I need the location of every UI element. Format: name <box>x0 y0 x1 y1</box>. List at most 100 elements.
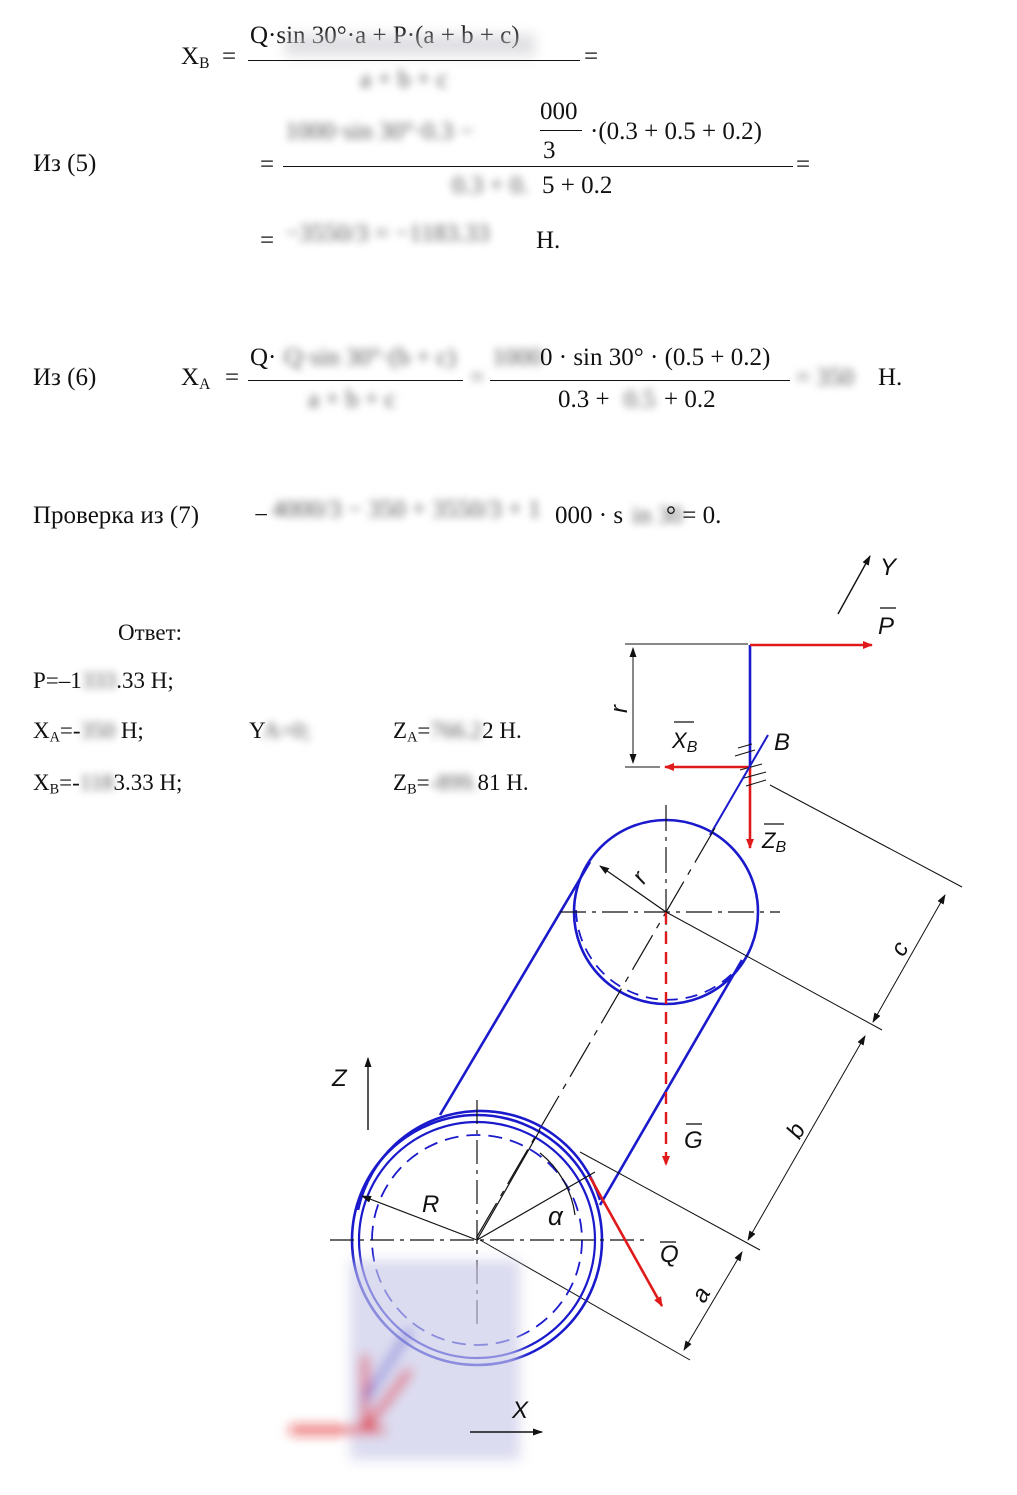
answer-xb-sub: B <box>49 781 60 798</box>
eq7-lead: − <box>254 502 269 529</box>
dimension-lines <box>479 784 963 1361</box>
label-XB: X <box>671 728 688 753</box>
answer-title: Ответ: <box>118 620 183 645</box>
eq5-frac-line1 <box>248 60 580 61</box>
eq6-den1: a + b + c <box>308 386 396 413</box>
answer-za-sub: A <box>407 729 418 746</box>
eq5-inner-frac-line <box>540 130 582 131</box>
force-P: P <box>750 607 896 649</box>
axis-z: Z <box>331 1057 372 1130</box>
label-XB-sub: B <box>687 739 698 756</box>
label-ZB: Z <box>761 828 777 853</box>
eq5-den2-a: 0.3 + 0. <box>452 172 529 199</box>
label-r-circle: r <box>627 866 654 889</box>
svg-text:ZB: ZB <box>761 828 786 856</box>
force-XB: XB <box>664 721 750 771</box>
eq7-tail-blur: in 30 <box>632 502 683 529</box>
answer-xa-suffix: Н; <box>115 718 144 743</box>
answer-za-var: Z <box>393 718 408 743</box>
eq6-eq-sign: = <box>225 364 240 391</box>
answer-zb-eq: = <box>416 770 430 795</box>
answer-ya-var: Y <box>249 718 264 743</box>
label-R: R <box>422 1191 439 1218</box>
shaft-axis <box>709 734 769 836</box>
eq6-mid-eq: = <box>470 364 485 391</box>
answer-zb-blur: -899. <box>429 770 478 795</box>
eq5-num2-b: 000 <box>540 98 578 125</box>
axis-y-label: Y <box>880 554 898 581</box>
eq7-blurred-terms: 4000/3 − 350 + 3550/3 + 1 <box>272 496 541 523</box>
eq5-num2-a: 1000·sin 30°·0.3 − <box>285 118 474 145</box>
eq7-label: Проверка из (7) <box>33 502 200 529</box>
angle-alpha <box>476 1129 596 1241</box>
eq5-lhs: XB <box>181 43 209 73</box>
cylinder-bottom <box>350 1109 604 1367</box>
eq5-num2-c: ·(0.3 + 0.5 + 0.2) <box>590 118 762 145</box>
force-G: G <box>662 912 703 1166</box>
eq5-row3-val: −3550/3 = −1183.33 <box>285 220 490 247</box>
answer-xa: XA=-350 Н; <box>33 718 144 747</box>
eq5-row2-eq: = <box>260 151 275 178</box>
eq5-num2-b-den: 3 <box>543 137 556 164</box>
answer-zb: ZB=-899.81 Н. <box>393 770 529 799</box>
eq5-num1-blur <box>285 34 535 56</box>
eq6-frac-line1 <box>248 380 463 381</box>
blurred-region-A <box>290 1260 520 1460</box>
answer-xb-var: X <box>33 770 50 795</box>
eq6-result: = 350 <box>796 364 854 391</box>
label-a: a <box>686 1282 716 1307</box>
svg-text:XB: XB <box>671 728 698 756</box>
answer-xa-var: X <box>33 718 50 743</box>
label-b: b <box>781 1118 811 1143</box>
centerlines-top <box>474 805 780 1241</box>
answer-xb-suffix: 3.33 Н; <box>113 770 183 795</box>
eq6-unit: Н. <box>878 364 903 391</box>
eq5-tail-eq: = <box>584 43 599 70</box>
eq5-eq-sign: = <box>222 43 237 70</box>
label-B: B <box>774 729 790 756</box>
force-ZB: ZB <box>746 767 786 856</box>
eq5-row3-unit: Н. <box>536 227 561 254</box>
eq6-label: Из (6) <box>33 364 97 391</box>
eq7-tail-a: 000 · s <box>555 502 624 529</box>
eq6-num1-q: Q· <box>250 344 277 371</box>
label-alpha: α <box>548 1201 564 1231</box>
eq6-frac-line2 <box>490 380 790 381</box>
answer-xb: XB=-1183.33 Н; <box>33 770 182 799</box>
answer-za-eq: = <box>417 718 431 743</box>
eq6-lhs: XA <box>181 364 210 394</box>
eq5-row3-eq: = <box>260 227 275 254</box>
eq7-tail-b: ° = 0. <box>666 502 722 529</box>
answer-xb-blur: 118 <box>79 770 114 795</box>
bearing-B-hatch <box>734 743 767 787</box>
cylinder-sides <box>438 861 744 1206</box>
answer-p: P=–1333.33 Н; <box>33 668 174 694</box>
eq5-row2-tail-eq: = <box>796 151 811 178</box>
eq6-den2-b: + 0.2 <box>664 386 716 413</box>
answer-zb-var: Z <box>393 770 408 795</box>
label-c: c <box>885 937 914 961</box>
label-ZB-sub: B <box>775 839 786 856</box>
answer-ya-blur: A=0; <box>263 718 311 743</box>
radius-R: R <box>361 1191 478 1241</box>
eq5-lhs-var: X <box>181 43 200 70</box>
dimension-r-top <box>625 643 748 768</box>
label-Q: Q <box>660 1241 679 1268</box>
centerlines-bottom <box>330 1100 650 1330</box>
answer-zb-sub: B <box>407 781 417 798</box>
eq5-frac-line2 <box>283 166 793 167</box>
answer-p-blur: 333 <box>81 668 117 693</box>
label-r-top: r <box>606 704 633 713</box>
axis-y: Y <box>837 554 898 615</box>
answer-xa-eq: =- <box>59 718 81 743</box>
eq6-lhs-var: X <box>181 364 200 391</box>
eq6-den2-blur: 0.5 <box>624 386 656 413</box>
eq5-den2-b: 5 + 0.2 <box>542 172 613 199</box>
force-Q: Q <box>588 1176 679 1307</box>
eq5-lhs-sub: B <box>199 54 210 72</box>
answer-za: ZA=766.22 Н. <box>393 718 522 747</box>
answer-p-suffix: .33 Н; <box>116 668 174 693</box>
answer-za-blur: 766.2 <box>430 718 483 743</box>
label-G: G <box>684 1127 703 1154</box>
